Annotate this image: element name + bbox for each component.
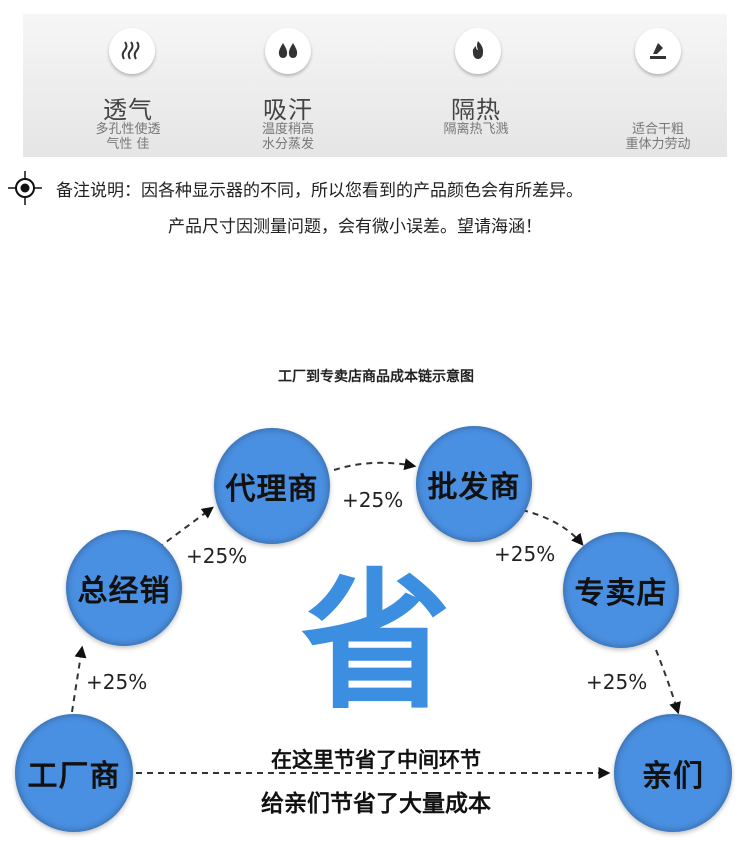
arrow-factory-to-distributor: [71, 645, 87, 713]
arrow-store-to-customer: [655, 649, 681, 715]
diagram-title: 工厂到专卖店商品成本链示意图: [278, 369, 474, 385]
feature-desc: 适合干粗: [631, 122, 684, 137]
save-character: 省: [300, 556, 451, 730]
flame-icon: [455, 28, 501, 74]
arrow-distributor-to-agent: [157, 506, 214, 549]
feature-desc: 水分蒸发: [261, 137, 314, 152]
water-drops-icon: [265, 28, 311, 74]
node-distributor: 总经销: [66, 530, 182, 646]
caption-middle-links: 在这里节省了中间环节: [271, 748, 481, 772]
weight-icon: [635, 28, 681, 74]
node-store: 专卖店: [563, 532, 679, 648]
node-customer: 亲们: [614, 714, 732, 832]
markup-label: +25%: [494, 542, 556, 566]
heat-waves-icon: [109, 28, 155, 74]
node-agent: 代理商: [214, 428, 330, 544]
feature-desc: 重体力劳动: [625, 137, 691, 152]
crosshair-icon: [8, 171, 42, 209]
node-factory: 工厂商: [15, 714, 133, 832]
feature-panel: 透气 多孔性使透 气性 佳 吸汗 温度稍高 水分蒸发 隔热 隔离热飞溅: [23, 14, 727, 157]
arrow-agent-to-wholesaler: [333, 458, 417, 471]
note-line-2: 产品尺寸因测量问题，会有微小误差。望请海涵！: [168, 217, 542, 237]
caption-save-cost: 给亲们节省了大量成本: [261, 791, 491, 817]
feature-desc: 隔离热飞溅: [443, 122, 509, 137]
feature-desc: 多孔性使透: [95, 122, 161, 137]
markup-label: +25%: [586, 670, 648, 694]
feature-title: 吸汗: [263, 96, 313, 124]
markup-label: +25%: [186, 544, 248, 568]
note-line-1: 备注说明：因各种显示器的不同，所以您看到的产品颜色会有所差异。: [56, 181, 583, 201]
node-wholesaler: 批发商: [416, 426, 532, 542]
markup-label: +25%: [86, 670, 148, 694]
arrow-wholesaler-to-store: [521, 509, 584, 546]
feature-title: 透气: [103, 96, 153, 124]
feature-desc: 温度稍高: [261, 122, 314, 137]
feature-title: 隔热: [451, 96, 501, 124]
markup-label: +25%: [342, 488, 404, 512]
feature-desc: 气性 佳: [106, 137, 150, 152]
